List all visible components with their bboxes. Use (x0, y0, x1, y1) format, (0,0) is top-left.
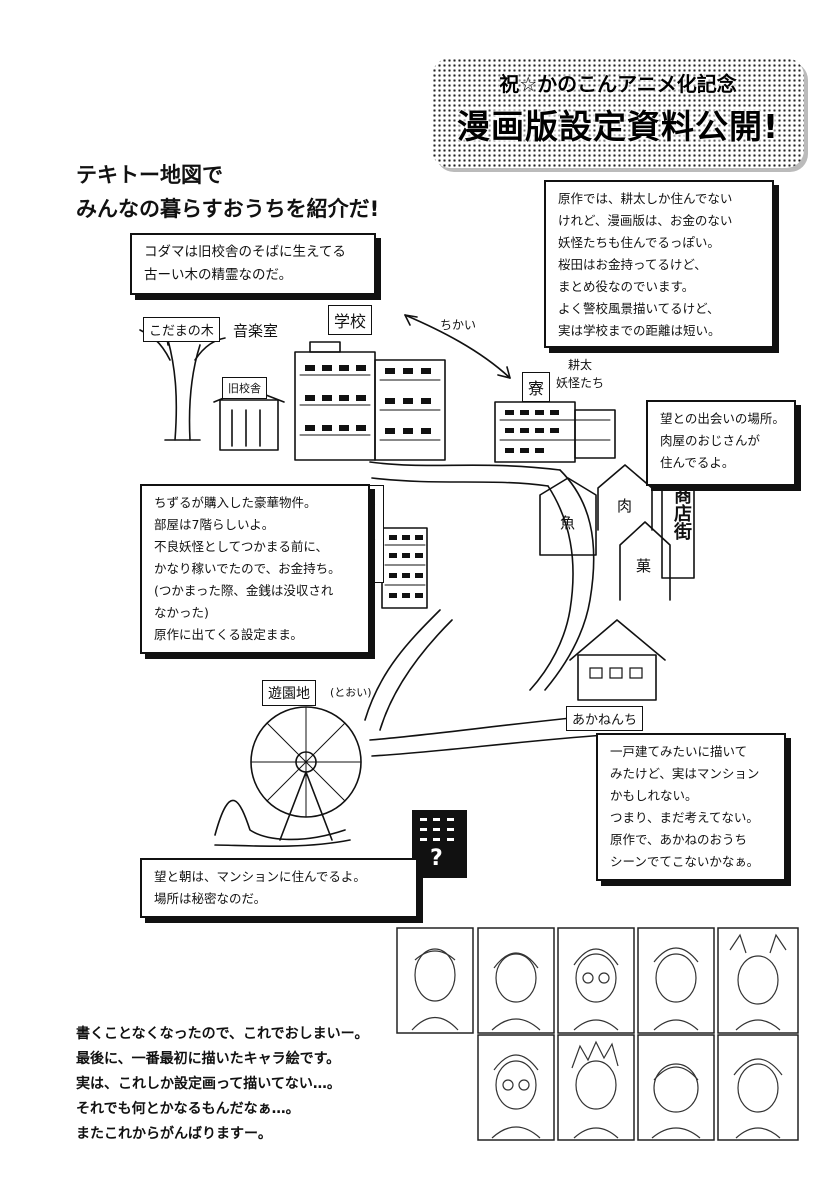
note-line: 一戸建てみたいに描いて (610, 744, 748, 759)
note-chizuru: ちずるが購入した豪華物件。 部屋は7階らしいよ。 不良妖怪としてつかまる前に、 … (140, 484, 370, 654)
dorm-resident-label-1: 耕太 (568, 358, 593, 372)
note-line: コダマは旧校舎のそばに生えてる (144, 244, 346, 260)
fish-shop-sign: 魚 (560, 514, 576, 532)
note-line: なかった) (154, 605, 209, 620)
near-label: ちかい (440, 318, 477, 332)
title-banner: 祝☆かのこんアニメ化記念 漫画版設定資料公開! (432, 58, 804, 168)
note-line: 原作では、耕太しか住んでない (558, 191, 733, 206)
far-label: (とおい) (330, 686, 372, 699)
closing-message: 書くことなくなったので、これでおしまいー。 最後に、一番最初に描いたキャラ絵です… (76, 1022, 368, 1147)
secret-mark: ? (430, 846, 443, 871)
road-segment (371, 734, 606, 757)
note-line: かなり稼いでたので、お金持ち。 (154, 561, 341, 576)
note-line: 住んでるよ。 (660, 455, 735, 470)
closing-line: 最後に、一番最初に描いたキャラ絵です。 (76, 1051, 341, 1067)
page-headline: テキトー地図で みんなの暮らすおうちを紹介だ! (76, 158, 379, 226)
note-nozomu: 望と朝は、マンションに住んでるよ。 場所は秘密なのだ。 (140, 858, 418, 918)
road-segment (369, 461, 561, 471)
distance-arrow (404, 314, 511, 379)
note-line: 場所は秘密なのだ。 (154, 891, 267, 906)
amusement-park-label: 遊園地 (262, 680, 316, 706)
closing-line: 書くことなくなったので、これでおしまいー。 (76, 1026, 369, 1042)
old-building-label: 旧校舎 (222, 377, 267, 399)
headline-line-2: みんなの暮らすおうちを紹介だ! (76, 197, 380, 221)
note-line: 部屋は7階らしいよ。 (154, 517, 275, 532)
note-line: シーンでてこないかなぁ。 (610, 854, 760, 869)
note-line: 原作で、あかねのおうち (610, 832, 748, 847)
note-line: (つかまった際、金銭は没収され (154, 583, 334, 598)
note-line: まとめ役なのでいます。 (558, 279, 695, 294)
headline-line-1: テキトー地図で (76, 163, 223, 187)
meat-shop-sign: 肉 (617, 497, 633, 515)
note-line: 肉屋のおじさんが (660, 433, 761, 448)
closing-line: それでも何とかなるもんだなぁ…。 (76, 1101, 300, 1117)
note-line: つまり、まだ考えてない。 (610, 810, 759, 825)
secret-mansion (412, 810, 467, 878)
note-line: 望との出会いの場所。 (660, 411, 785, 426)
note-line: けれど、漫画版は、お金のない (558, 213, 733, 228)
closing-line: またこれからがんばりますー。 (76, 1126, 272, 1142)
note-line: みたけど、実はマンション (610, 766, 760, 781)
closing-line: 実は、これしか設定画って描いてない…。 (76, 1076, 341, 1092)
note-shop: 望との出会いの場所。 肉屋のおじさんが 住んでるよ。 (646, 400, 796, 486)
shopping-street-label: 商店街 (671, 486, 692, 540)
note-line: かもしれない。 (610, 788, 698, 803)
akane-house-label: あかねんち (566, 706, 644, 731)
note-line: ちずるが購入した豪華物件。 (154, 495, 317, 510)
note-dorm: 原作では、耕太しか住んでない けれど、漫画版は、お金のない 妖怪たちも住んでるっ… (544, 180, 774, 348)
note-line: 古ーい木の精霊なのだ。 (144, 267, 293, 283)
note-line: 実は学校までの距離は短い。 (558, 323, 721, 338)
road-segment (529, 485, 574, 691)
school-label: 学校 (328, 305, 373, 335)
banner-title: 漫画版設定資料公開! (456, 107, 780, 146)
road-segment (369, 714, 601, 741)
road-segment (364, 609, 441, 721)
sweets-shop-sign: 菓 (636, 557, 652, 575)
note-line: 不良妖怪としてつかまる前に、 (154, 539, 329, 554)
note-line: 原作に出てくる設定まま。 (154, 627, 303, 642)
road-segment (379, 619, 453, 731)
note-akane: 一戸建てみたいに描いて みたけど、実はマンション かもしれない。 つまり、まだ考… (596, 733, 786, 881)
arrow-head-icon (404, 314, 418, 326)
dorm-sign: 寮 (522, 372, 551, 402)
arrow-head-icon (497, 366, 511, 379)
note-line: 望と朝は、マンションに住んでるよ。 (154, 869, 366, 884)
banner-subtitle: 祝☆かのこんアニメ化記念 (499, 72, 737, 96)
dorm-resident-label-2: 妖怪たち (556, 376, 605, 390)
road-segment (371, 477, 549, 487)
note-line: 妖怪たちも住んでるっぽい。 (558, 235, 720, 250)
note-line: 桜田はお金持ってるけど、 (558, 257, 707, 272)
music-room-label: 音楽室 (233, 322, 279, 340)
road-segment (544, 469, 595, 691)
kodama-tree-label: こだまの木 (143, 317, 220, 342)
note-kodama: コダマは旧校舎のそばに生えてる 古ーい木の精霊なのだ。 (130, 233, 376, 295)
note-line: よく警校風景描いてるけど、 (558, 301, 720, 316)
